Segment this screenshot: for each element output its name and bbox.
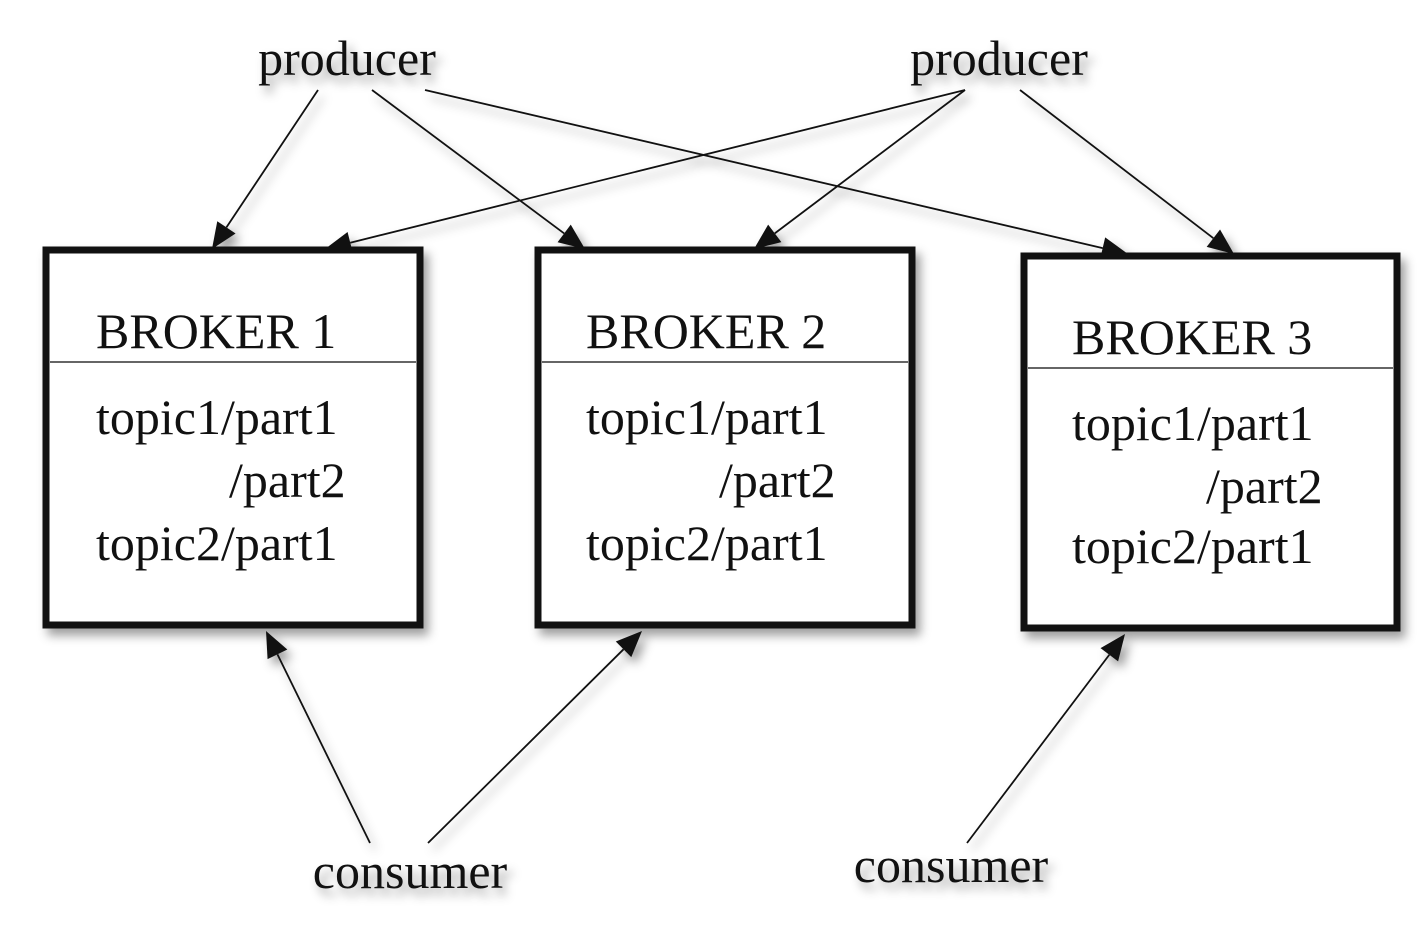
arrowhead-consumer-right-to-broker-3	[1100, 634, 1125, 662]
arrowhead-consumer-left-to-broker-2	[615, 631, 642, 658]
arrow-consumer-right-to-broker-3	[966, 654, 1111, 844]
arrow-producer-left-to-broker-2	[371, 89, 565, 235]
broker-1-row-2: /part2	[229, 452, 346, 508]
broker-3-row-2: /part2	[1206, 458, 1323, 514]
arrow-consumer-left-to-broker-1	[276, 653, 371, 844]
producer-left-label: producer	[258, 30, 436, 86]
arrow-producer-left-to-broker-1	[225, 89, 319, 228]
broker-2-row-2: /part2	[719, 452, 836, 508]
arrow-producer-right-to-broker-1	[350, 89, 966, 244]
edges-layer	[212, 89, 1234, 844]
arrow-producer-left-to-broker-3	[424, 89, 1103, 249]
broker-1-row-3: topic2/part1	[96, 515, 338, 571]
consumer-left-label: consumer	[313, 843, 508, 899]
arrowhead-producer-right-to-broker-3	[1206, 229, 1234, 254]
arrow-producer-right-to-broker-2	[774, 89, 966, 235]
broker-2-title: BROKER 2	[586, 303, 826, 359]
broker-1-title: BROKER 1	[96, 303, 336, 359]
broker-3-title: BROKER 3	[1072, 309, 1312, 365]
diagram-content: producer producer BROKER 1 topic1/part1 …	[42, 30, 1401, 899]
arrowhead-producer-left-to-broker-1	[212, 221, 236, 249]
broker-3-row-1: topic1/part1	[1072, 395, 1314, 451]
broker-3-box: BROKER 3 topic1/part1 /part2 topic2/part…	[1020, 252, 1401, 632]
broker-2-row-1: topic1/part1	[586, 389, 828, 445]
arrow-producer-right-to-broker-3	[1019, 89, 1214, 239]
arrowhead-producer-left-to-broker-2	[557, 224, 585, 249]
arrow-consumer-left-to-broker-2	[427, 648, 625, 844]
broker-1-row-1: topic1/part1	[96, 389, 338, 445]
broker-1-box: BROKER 1 topic1/part1 /part2 topic2/part…	[42, 246, 424, 629]
arrowhead-producer-right-to-broker-2	[754, 224, 782, 249]
arrowhead-consumer-left-to-broker-1	[266, 631, 288, 660]
broker-3-row-3: topic2/part1	[1072, 518, 1314, 574]
broker-2-row-3: topic2/part1	[586, 515, 828, 571]
producer-right-label: producer	[910, 30, 1088, 86]
broker-2-box: BROKER 2 topic1/part1 /part2 topic2/part…	[534, 246, 916, 629]
consumer-right-label: consumer	[854, 837, 1049, 893]
